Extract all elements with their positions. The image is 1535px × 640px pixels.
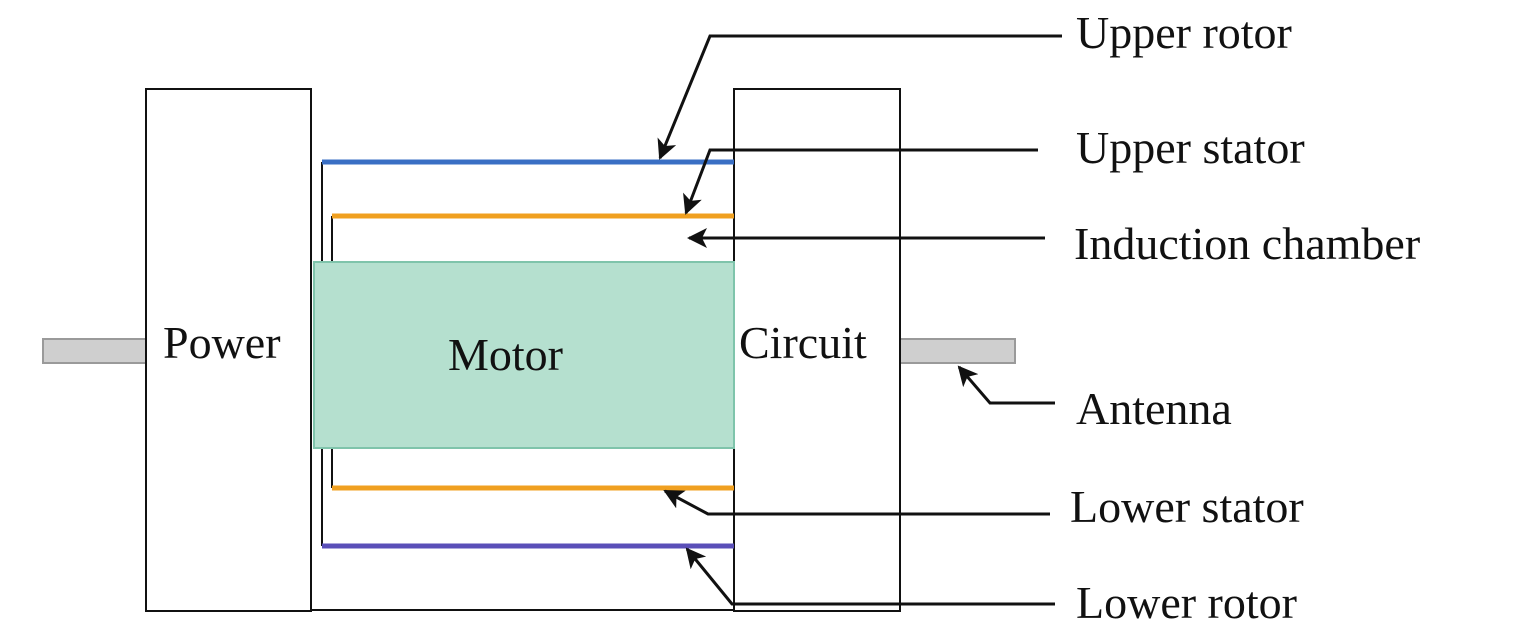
upper-rotor-callout: Upper rotor: [1076, 7, 1292, 58]
lower-stator-leader: [663, 489, 1050, 516]
circuit-label: Circuit: [739, 317, 867, 368]
power-label: Power: [163, 317, 281, 368]
antenna-leader: [957, 365, 1055, 405]
induction-chamber-callout: Induction chamber: [1074, 218, 1420, 269]
right-antenna: [899, 338, 1016, 364]
left-antenna: [42, 338, 147, 364]
upper-stator-callout: Upper stator: [1076, 122, 1305, 173]
antenna-callout: Antenna: [1076, 383, 1232, 434]
power-block: [145, 88, 312, 612]
lower-rotor-callout: Lower rotor: [1076, 577, 1297, 628]
motor-label: Motor: [448, 329, 563, 380]
motor-block: [313, 261, 735, 449]
lower-rotor-leader: [685, 547, 1055, 606]
upper-stator-leader: [683, 148, 1038, 215]
upper-rotor-leader: [657, 34, 1062, 160]
lower-stator-callout: Lower stator: [1070, 481, 1304, 532]
